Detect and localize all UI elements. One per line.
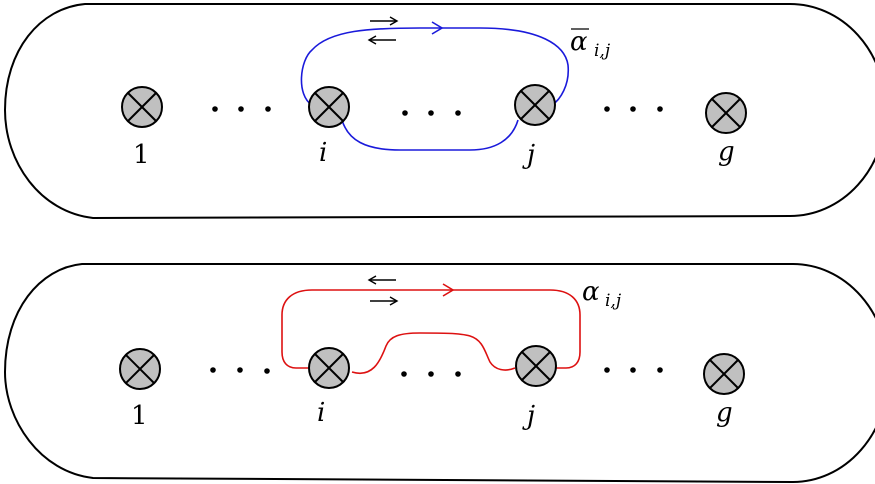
crosscap-icon-1 [121, 86, 163, 128]
surface-outline-bottom [3, 263, 875, 484]
svg-text:α: α [582, 277, 600, 307]
arrow-left-icon [367, 35, 396, 45]
label-j: j [522, 401, 535, 431]
curve-label-alpha: α i,j [582, 277, 622, 311]
curve-alpha-bar [300, 27, 570, 151]
bottom-panel: α i,j 1 [3, 263, 875, 484]
ellipsis-dots [604, 367, 663, 373]
crosscap-icon-i [308, 86, 350, 128]
curve-arrow-head-top [431, 21, 444, 35]
arrow-right-icon [370, 296, 399, 306]
ellipsis-dots [604, 106, 663, 112]
label-j: j [522, 140, 535, 170]
crosscap-icon-g [703, 353, 745, 395]
ellipsis-dots [210, 367, 270, 374]
label-i: i [317, 398, 325, 428]
crosscap-icon-j [514, 84, 556, 126]
curve-label-alpha-bar: α i,j [570, 27, 611, 61]
ellipsis-dots [402, 110, 461, 116]
crosscap-icon-j [515, 345, 557, 387]
crosscap-icon-1 [119, 348, 161, 390]
label-i: i [319, 138, 327, 168]
ellipsis-dots [401, 371, 461, 377]
ellipsis-dots [212, 106, 271, 112]
curve-alpha [281, 289, 581, 375]
arrow-left-icon [367, 275, 396, 285]
label-g: g [718, 137, 735, 167]
label-1: 1 [133, 140, 150, 170]
crosscap-icon-g [705, 92, 747, 134]
svg-text:i,j: i,j [594, 41, 611, 61]
top-panel: α i,j [3, 3, 875, 220]
surface-outline-top [3, 3, 875, 220]
label-g: g [716, 398, 733, 428]
crosscap-icon-i [308, 347, 350, 389]
curve-arrow-head-bottom [442, 283, 455, 297]
svg-text:i,j: i,j [605, 291, 622, 311]
svg-text:α: α [570, 27, 588, 57]
arrow-right-icon [370, 16, 399, 26]
label-1: 1 [131, 401, 148, 431]
